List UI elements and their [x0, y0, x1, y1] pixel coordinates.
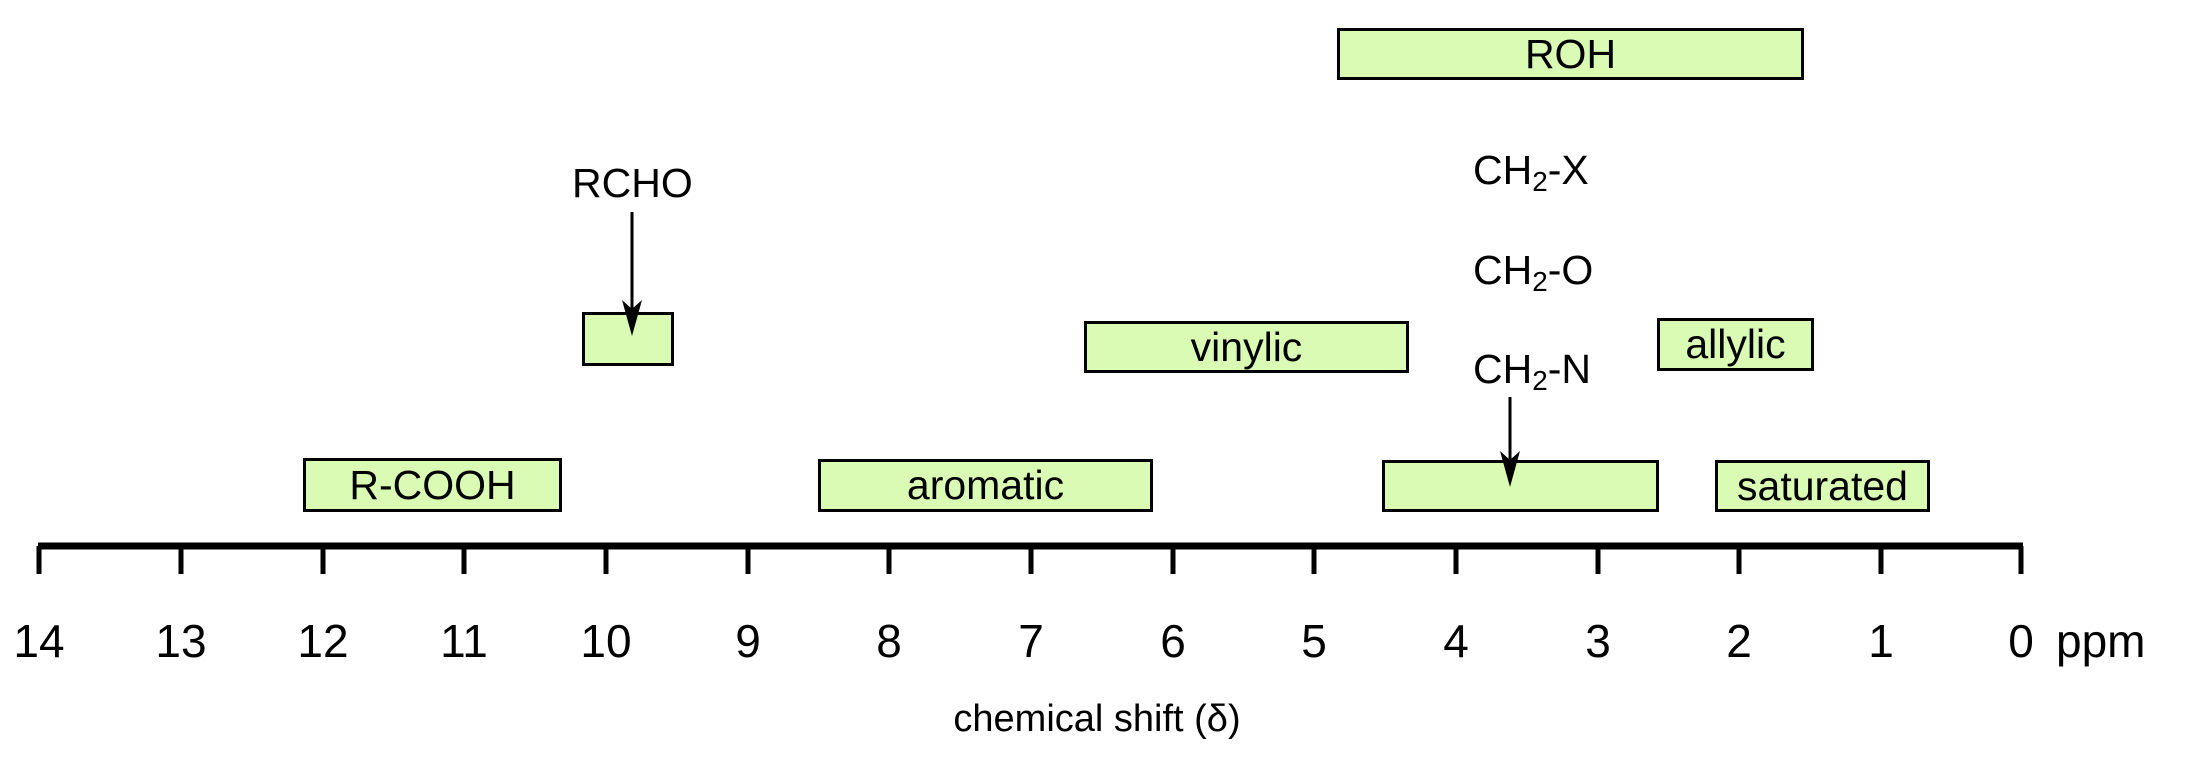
label-ch2n-sub: 2: [1532, 365, 1548, 397]
range-box-aromatic-label: aromatic: [906, 462, 1065, 508]
range-box-ch2n[interactable]: [1382, 460, 1659, 512]
arrow-ch2n-to-box: [1500, 397, 1520, 487]
axis-tick-label-5: 5: [1301, 615, 1327, 667]
range-box-saturated-label: saturated: [1737, 462, 1908, 509]
label-ch2x-pre: CH: [1473, 147, 1533, 193]
axis-ticks: [36, 546, 2024, 574]
label-ch2o-post: -O: [1547, 247, 1594, 293]
label-ch2n: CH2-N: [1473, 346, 1591, 395]
label-ch2n-post: -N: [1547, 346, 1591, 392]
range-box-roh[interactable]: ROH: [1337, 28, 1804, 80]
arrow-rcho-to-box: [622, 212, 642, 336]
axis-tick-label-3: 3: [1585, 615, 1611, 667]
label-ch2x: CH2-X: [1473, 147, 1589, 196]
range-box-rcooh-label: R-COOH: [349, 461, 516, 508]
range-box-vinylic-label: vinylic: [1190, 323, 1303, 370]
axis-tick-label-9: 9: [735, 615, 761, 667]
axis-tick-label-7: 7: [1018, 615, 1044, 667]
axis-unit-label: ppm: [2056, 615, 2146, 667]
axis-tick-label-14: 14: [13, 615, 65, 667]
range-box-allylic[interactable]: allylic: [1657, 318, 1814, 371]
axis-tick-label-13: 13: [155, 615, 207, 667]
axis-tick-label-11: 11: [440, 615, 488, 667]
label-ch2n-pre: CH: [1473, 346, 1533, 392]
axis-tick-label-2: 2: [1726, 615, 1752, 667]
label-ch2x-sub: 2: [1532, 166, 1548, 198]
range-box-roh-label: ROH: [1524, 30, 1617, 77]
range-box-allylic-label: allylic: [1685, 321, 1786, 367]
axis-tick-label-4: 4: [1443, 615, 1469, 667]
axis-tick-label-0: 0: [2008, 615, 2034, 667]
axis-tick-label-10: 10: [580, 615, 632, 667]
axis-title: chemical shift (δ): [953, 698, 1241, 740]
range-box-vinylic[interactable]: vinylic: [1084, 321, 1409, 373]
label-ch2x-post: -X: [1547, 147, 1589, 193]
label-ch2o: CH2-O: [1473, 247, 1594, 296]
label-rcho-text: RCHO: [572, 160, 693, 206]
axis-tick-label-8: 8: [876, 615, 902, 667]
label-ch2o-sub: 2: [1532, 266, 1548, 298]
axis-tick-label-6: 6: [1160, 615, 1186, 667]
axis-tick-label-12: 12: [297, 615, 349, 667]
range-box-aromatic[interactable]: aromatic: [818, 459, 1153, 512]
range-box-rcooh[interactable]: R-COOH: [303, 458, 562, 512]
range-box-saturated[interactable]: saturated: [1715, 460, 1930, 512]
axis-tick-label-1: 1: [1868, 615, 1894, 667]
label-ch2o-pre: CH: [1473, 247, 1533, 293]
label-rcho: RCHO: [572, 163, 693, 204]
